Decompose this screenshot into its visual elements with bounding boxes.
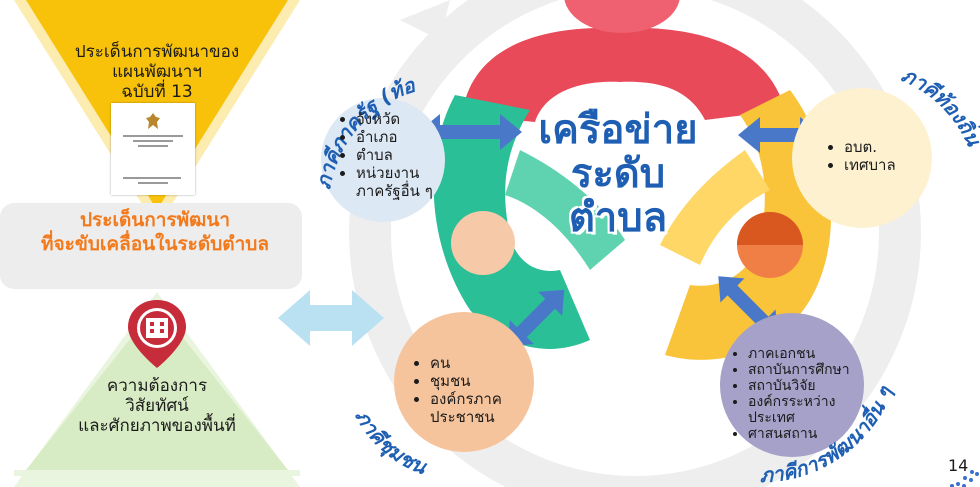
local-circle (792, 88, 932, 228)
community-circle (394, 312, 534, 452)
red-figure (462, 0, 785, 123)
government-item: ตำบล (356, 146, 450, 164)
local-list: อบต. เทศบาล (826, 138, 926, 174)
middle-box-line-1: ประเด็นการพัฒนา (79, 209, 230, 231)
bottom-triangle-line-2: วิสัยทัศน์ (125, 396, 189, 416)
government-list: จังหวัด อำเภอ ตำบล หน่วยงาน ภาครัฐอื่น ๆ (338, 110, 450, 200)
government-item: อำเภอ (356, 128, 450, 146)
community-list: คน ชุมชน องค์กรภาค ประชาชน (412, 354, 530, 426)
arrow-government (418, 114, 522, 150)
yellow-figure (660, 90, 832, 360)
middle-box-line-2: ที่จะขับเคลื่อนในระดับตำบล (41, 233, 269, 255)
arrow-left-connector (278, 290, 384, 346)
bottom-triangle-line-3: และศักยภาพของพื้นที่ (78, 416, 236, 436)
government-item: หน่วยงาน ภาครัฐอื่น ๆ (356, 164, 450, 200)
government-item: จังหวัด (356, 110, 450, 128)
center-title-line-3: ตำบล (568, 195, 668, 241)
middle-box (0, 203, 302, 289)
plan-document-thumbnail (111, 103, 195, 195)
development-item: ภาคเอกชน (748, 346, 870, 362)
development-circle (720, 313, 864, 457)
background-ring (349, 0, 921, 487)
ring-arrowhead (400, 0, 450, 40)
bottom-triangle-text: ความต้องการ วิสัยทัศน์ และศักยภาพของพื้น… (47, 376, 267, 436)
development-item: ศาสนสถาน (748, 426, 870, 442)
development-item: สถาบันการศึกษา (748, 362, 870, 378)
development-item: องค์กรระหว่าง ประเทศ (748, 394, 870, 426)
local-item: เทศบาล (844, 156, 926, 174)
middle-box-text: ประเด็นการพัฒนา ที่จะขับเคลื่อนในระดับตำ… (8, 208, 302, 256)
government-circle (321, 98, 445, 222)
development-list: ภาคเอกชน สถาบันการศึกษา สถาบันวิจัย องค์… (730, 346, 870, 442)
top-triangle-text: ประเด็นการพัฒนาของ แผนพัฒนาฯ ฉบับที่ 13 (57, 42, 257, 102)
development-item: สถาบันวิจัย (748, 378, 870, 394)
green-figure (433, 95, 625, 349)
page-number: 14 (948, 456, 969, 475)
bottom-triangle-line-1: ความต้องการ (106, 376, 208, 396)
community-item: คน (430, 354, 530, 372)
center-title: เครือข่าย ระดับ ตำบล (528, 108, 708, 240)
community-item: ชุมชน (430, 372, 530, 390)
center-title-line-2: ระดับ (570, 151, 666, 197)
building-location-icon (128, 300, 186, 368)
community-item: องค์กรภาค ประชาชน (430, 390, 530, 426)
bottom-triangle (26, 305, 288, 470)
local-item: อบต. (844, 138, 926, 156)
top-triangle-line-2: แผนพัฒนาฯ (112, 62, 202, 82)
top-triangle-line-1: ประเด็นการพัฒนาของ (74, 42, 240, 62)
top-triangle-line-3: ฉบับที่ 13 (121, 82, 193, 102)
center-title-line-1: เครือข่าย (538, 107, 698, 153)
emblem-icon (146, 113, 160, 129)
corner-dots-decoration (950, 470, 979, 487)
arrow-community (507, 289, 565, 347)
